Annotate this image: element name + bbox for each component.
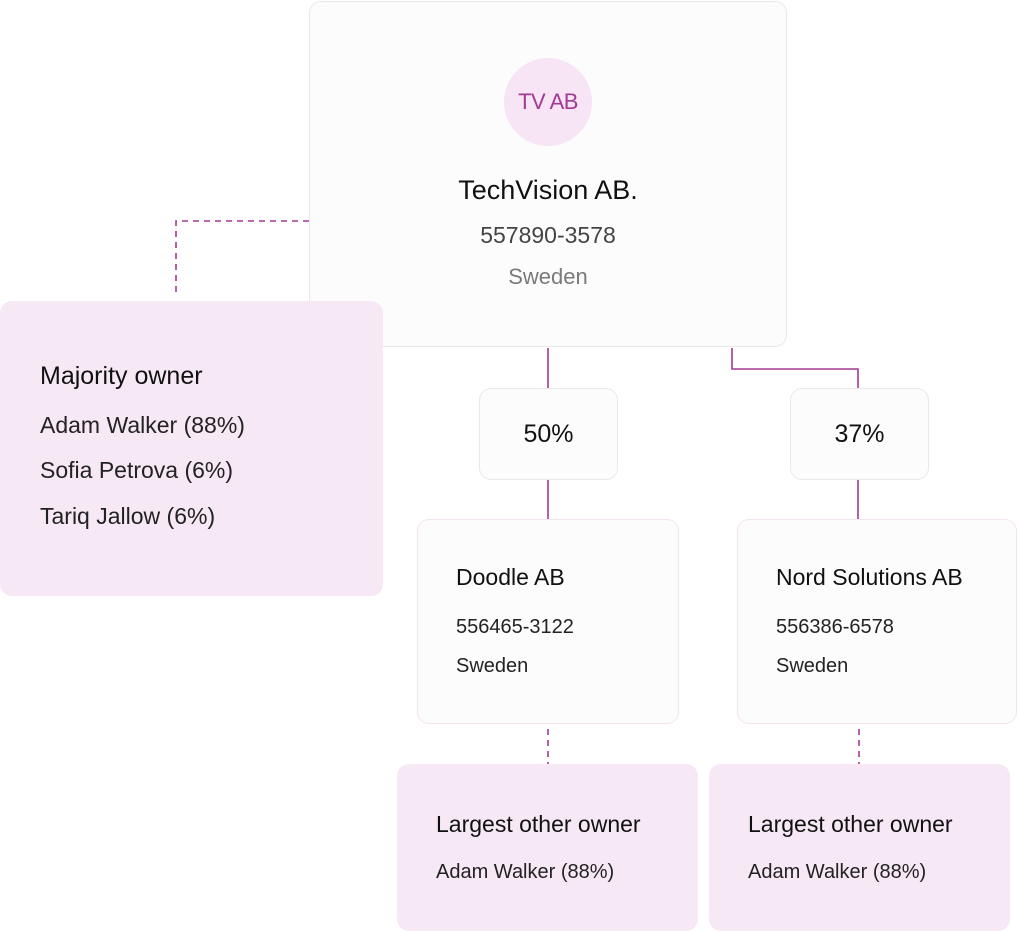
largest-other-owner-card-doodle[interactable] [397,764,698,931]
ownership-badge-nord: 37% [790,388,929,480]
parent-company-name: TechVision AB. [458,175,638,205]
majority-owner-title: Majority owner [40,362,203,390]
subsidiary-country: Sweden [776,655,849,677]
largest-other-owner-card-nord[interactable] [709,764,1010,931]
ownership-badge-doodle: 50% [479,388,618,480]
subsidiary-org-number: 556386-6578 [776,616,894,638]
largest-other-owner-name: Adam Walker (88%) [748,861,927,883]
subsidiary-name: Nord Solutions AB [776,564,963,590]
connector-parent-majority [175,220,309,297]
majority-owner-item: Tariq Jallow (6%) [40,503,216,529]
subsidiary-name: Doodle AB [456,564,565,590]
largest-other-owner-name: Adam Walker (88%) [436,861,615,883]
parent-country: Sweden [508,264,588,289]
largest-other-owner-title: Largest other owner [748,811,953,837]
parent-company-card[interactable]: TV AB TechVision AB. 557890-3578 Sweden [309,1,787,347]
subsidiary-card-doodle[interactable] [417,519,679,724]
majority-owner-card[interactable] [0,301,383,596]
subsidiary-org-number: 556465-3122 [456,616,574,638]
parent-org-number: 557890-3578 [480,222,616,248]
subsidiary-card-nord[interactable] [737,519,1017,724]
majority-owner-item: Adam Walker (88%) [40,412,245,438]
connector-parent-pct-2 [731,348,859,388]
majority-owner-item: Sofia Petrova (6%) [40,457,234,483]
subsidiary-country: Sweden [456,655,529,677]
company-avatar: TV AB [504,58,592,146]
largest-other-owner-title: Largest other owner [436,811,641,837]
